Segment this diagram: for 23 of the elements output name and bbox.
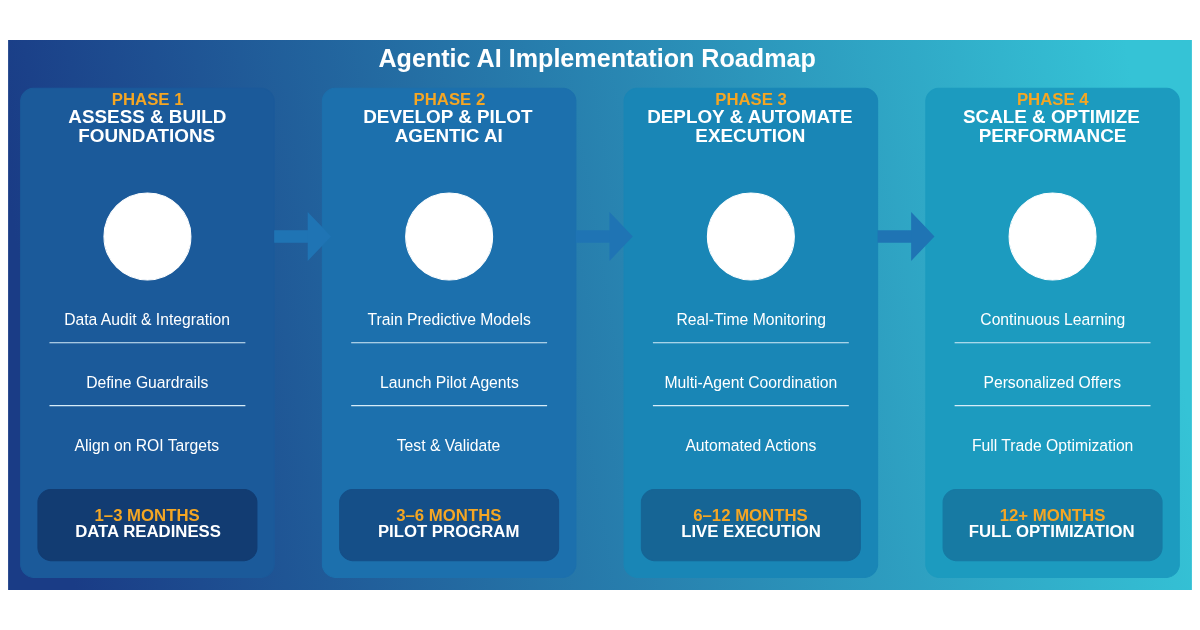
node-text: Train Predictive Models [367, 311, 531, 329]
node-circle [103, 192, 192, 281]
node-text: Real-Time Monitoring [676, 311, 827, 329]
arrow [274, 211, 332, 261]
node-circle [405, 192, 494, 281]
node-circle [706, 192, 795, 281]
arrow [877, 211, 935, 261]
node-text: Personalized Offers [983, 374, 1122, 392]
node-text: Automated Actions [685, 437, 817, 455]
node-text: Launch Pilot Agents [380, 374, 519, 392]
node-text: Continuous Learning [980, 311, 1126, 329]
node-text: Multi-Agent Coordination [664, 374, 838, 392]
diagram-title: Agentic AI Implementation Roadmap [378, 44, 816, 73]
node-text: Full Trade Optimization [971, 437, 1134, 455]
node-box: 12+ MONTHS FULL OPTIMIZATION [942, 488, 1163, 562]
node-box: 1–3 MONTHS DATA READINESS [37, 488, 258, 562]
node-text: Align on ROI Targets [74, 437, 220, 455]
node-text: Data Audit & Integration [64, 311, 231, 329]
node-circle [1008, 192, 1097, 281]
node-box: 3–6 MONTHS PILOT PROGRAM [339, 488, 560, 562]
node-text: Define Guardrails [86, 374, 209, 392]
node-box: 6–12 MONTHS LIVE EXECUTION [640, 488, 861, 562]
node-text: Test & Validate [396, 437, 501, 455]
